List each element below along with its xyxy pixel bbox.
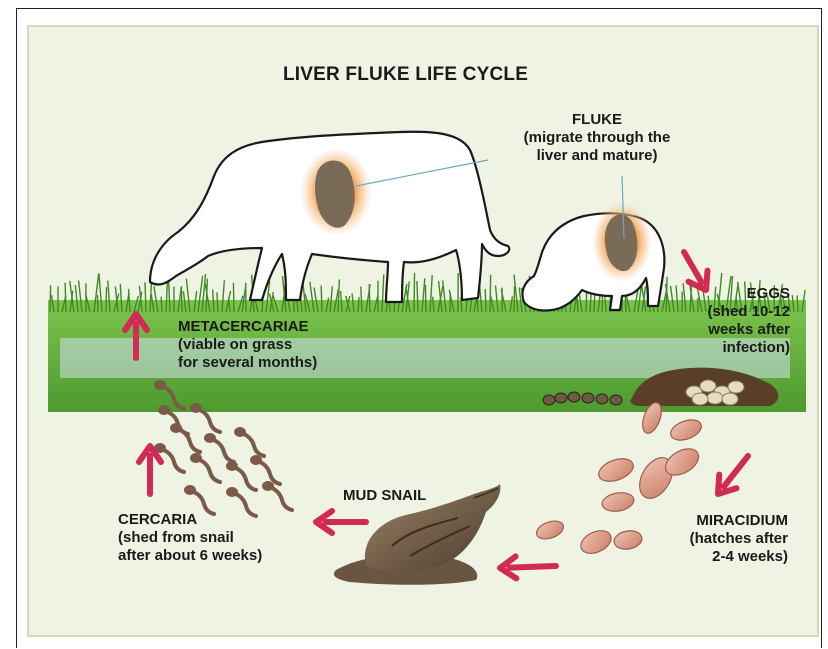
arrow-to-miracidium — [718, 456, 748, 494]
egg — [707, 392, 723, 404]
cercaria-label: CERCARIA (shed from snail after about 6 … — [118, 511, 262, 565]
cercaria — [226, 461, 256, 490]
metacercariae-label: METACERCARIAE (viable on grass for sever… — [178, 318, 317, 372]
fluke-label: FLUKE (migrate through the liver and mat… — [487, 111, 707, 165]
adult-fluke-cow — [300, 148, 372, 236]
eggs-label: EGGS (shed 10-12 weeks after infection) — [707, 285, 790, 357]
eggs-name: EGGS — [707, 285, 790, 303]
cercaria — [204, 433, 234, 462]
egg — [728, 381, 744, 393]
cercaria — [250, 455, 280, 484]
metacercariae-detail-2: for several months) — [178, 354, 317, 372]
cercaria — [184, 485, 214, 514]
cercaria — [262, 481, 292, 510]
miracidium — [577, 526, 614, 558]
miracidium-name: MIRACIDIUM — [690, 512, 788, 530]
egg — [700, 380, 716, 392]
cercaria-detail-1: (shed from snail — [118, 529, 262, 547]
egg — [692, 393, 708, 405]
cercaria — [234, 427, 264, 456]
egg — [610, 395, 622, 405]
miracidium-label: MIRACIDIUM (hatches after 2-4 weeks) — [690, 512, 788, 566]
miracidium-group — [534, 400, 704, 558]
miracidium — [668, 416, 704, 444]
arrow-to-cercaria — [316, 511, 366, 533]
eggs-detail-2: weeks after — [707, 321, 790, 339]
cercaria-detail-2: after about 6 weeks) — [118, 547, 262, 565]
eggs-detail-1: (shed 10-12 — [707, 303, 790, 321]
miracidium — [596, 454, 637, 485]
fluke-name: FLUKE — [487, 111, 707, 129]
adult-fluke-sheep — [592, 202, 652, 282]
egg — [582, 393, 594, 403]
metacercariae-detail-1: (viable on grass — [178, 336, 317, 354]
arrow-to-eggs — [684, 252, 708, 290]
cercaria-name: CERCARIA — [118, 511, 262, 529]
metacercariae-name: METACERCARIAE — [178, 318, 317, 336]
cercaria — [170, 423, 200, 452]
egg — [555, 393, 567, 403]
egg — [543, 395, 555, 405]
miracidium-detail-2: 2-4 weeks) — [690, 548, 788, 566]
miracidium-detail-1: (hatches after — [690, 530, 788, 548]
egg — [568, 392, 580, 402]
fluke-detail-2: liver and mature) — [487, 147, 707, 165]
fluke-detail-1: (migrate through the — [487, 129, 707, 147]
egg — [596, 394, 608, 404]
miracidium — [534, 518, 566, 543]
cercaria — [190, 453, 220, 482]
eggs-detail-3: infection) — [707, 339, 790, 357]
diagram-title: LIVER FLUKE LIFE CYCLE — [283, 66, 528, 84]
egg — [722, 393, 738, 405]
arrow-to-metacercariae-lower — [139, 446, 161, 494]
arrow-to-snail — [500, 556, 556, 578]
mud-snail-label: MUD SNAIL — [343, 487, 426, 505]
miracidium — [601, 490, 636, 513]
miracidium — [613, 529, 644, 552]
